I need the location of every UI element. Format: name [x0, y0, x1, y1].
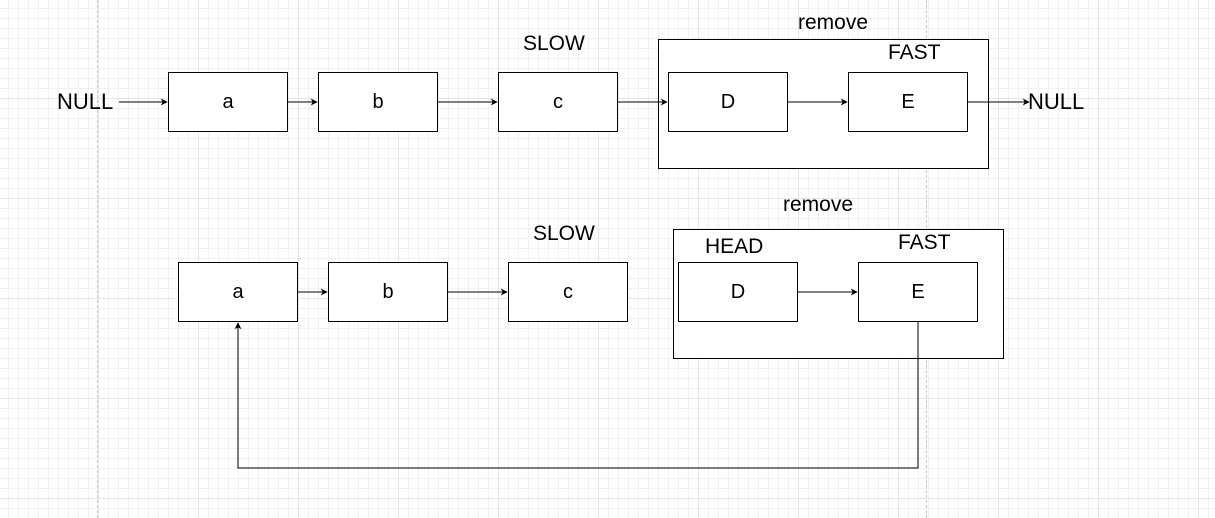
node-bottom-c[interactable]: c	[508, 262, 628, 322]
node-top-b[interactable]: b	[318, 72, 438, 132]
node-bottom-e[interactable]: E	[858, 262, 978, 322]
fast-label-bottom: FAST	[898, 231, 951, 254]
node-bottom-a[interactable]: a	[178, 262, 298, 322]
remove-label-top: remove	[798, 11, 869, 34]
node-top-d[interactable]: D	[668, 72, 788, 132]
node-bottom-b[interactable]: b	[328, 262, 448, 322]
node-top-a[interactable]: a	[168, 72, 288, 132]
null-right-label: NULL	[1028, 89, 1085, 114]
remove-label-bottom: remove	[783, 193, 854, 216]
node-bottom-d[interactable]: D	[678, 262, 798, 322]
arrow-bottom-e-to-a-loop	[234, 322, 919, 469]
fast-label-top: FAST	[888, 41, 941, 64]
head-label-bottom: HEAD	[705, 235, 764, 258]
slow-label-top: SLOW	[523, 32, 585, 55]
page-guide-left	[97, 0, 98, 518]
null-left-label: NULL	[57, 89, 114, 114]
node-top-c[interactable]: c	[498, 72, 618, 132]
slow-label-bottom: SLOW	[533, 222, 595, 245]
node-top-e[interactable]: E	[848, 72, 968, 132]
